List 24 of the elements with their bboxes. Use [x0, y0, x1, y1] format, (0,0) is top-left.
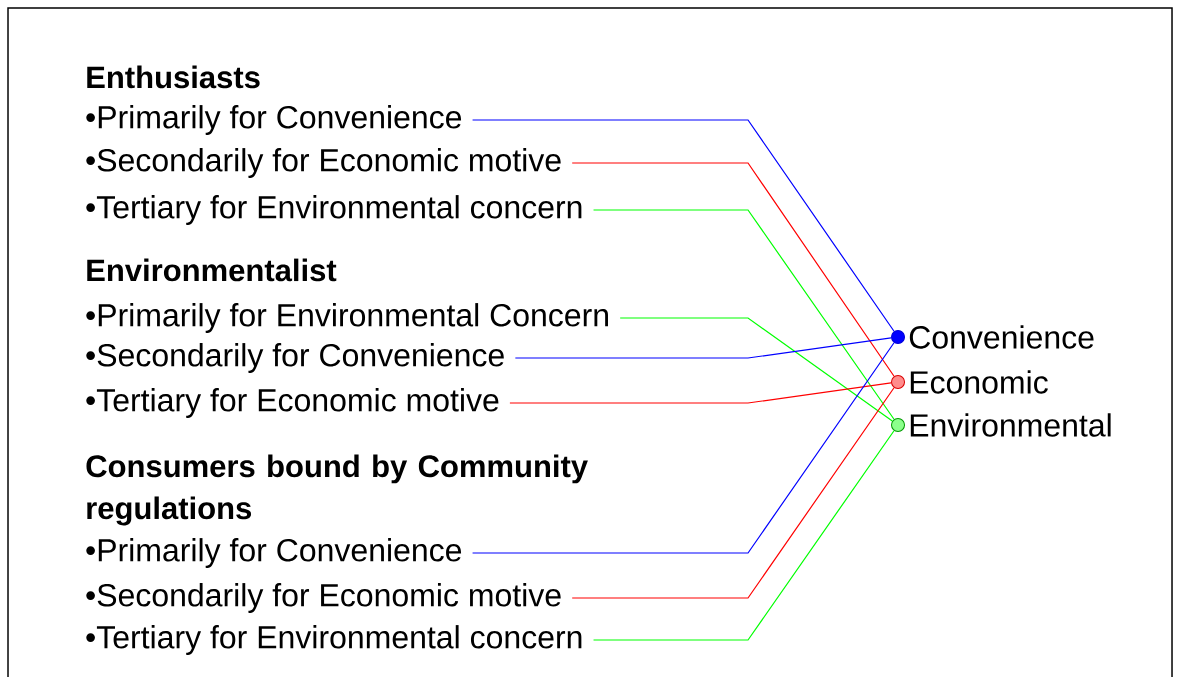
list-item: •Primarily for Convenience — [86, 105, 462, 135]
list-item: •Tertiary for Environmental concern — [86, 195, 582, 225]
list-item: •Secondarily for Economic motive — [86, 583, 561, 613]
category-label: Environmental — [910, 413, 1111, 437]
connector-line — [571, 162, 895, 377]
category-label: Economic — [910, 370, 1048, 394]
group-heading: Enthusiasts — [87, 65, 260, 89]
list-item: •Secondarily for Convenience — [86, 343, 504, 373]
list-item: •Primarily for Environmental Concern — [86, 303, 608, 333]
connector-line — [509, 382, 892, 404]
list-item: •Primarily for Convenience — [86, 538, 462, 568]
group-heading: Consumers bound by Community regulations — [86, 454, 588, 526]
group-heading: Environmentalist — [87, 258, 337, 282]
connector-line — [619, 317, 893, 422]
list-item: •Tertiary for Economic motive — [86, 388, 499, 418]
connector-line — [514, 337, 892, 359]
list-item: •Secondarily for Economic motive — [86, 148, 561, 178]
connector-line — [471, 119, 895, 332]
connector-line — [571, 387, 895, 599]
category-label: Convenience — [909, 325, 1094, 349]
list-item: •Tertiary for Environmental concern — [86, 625, 582, 655]
connector-line — [592, 209, 895, 420]
connector-line — [592, 430, 895, 641]
connector-line — [471, 342, 895, 554]
